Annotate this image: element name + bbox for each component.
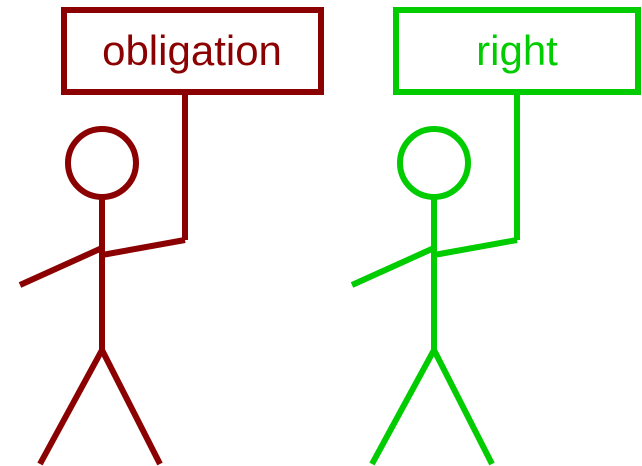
right-leg-right <box>434 350 492 464</box>
raised-arm-obligation <box>102 240 185 255</box>
head-obligation <box>68 129 136 197</box>
right-leg-obligation <box>102 350 160 464</box>
head-right <box>400 129 468 197</box>
figure-obligation: obligation <box>20 10 321 464</box>
lower-arm-obligation <box>20 248 102 285</box>
sign-label-right: right <box>476 27 558 74</box>
figure-right: right <box>352 10 638 464</box>
raised-arm-right <box>434 240 517 255</box>
left-leg-obligation <box>40 350 102 464</box>
sign-label-obligation: obligation <box>102 27 282 74</box>
lower-arm-right <box>352 248 434 285</box>
left-leg-right <box>372 350 434 464</box>
